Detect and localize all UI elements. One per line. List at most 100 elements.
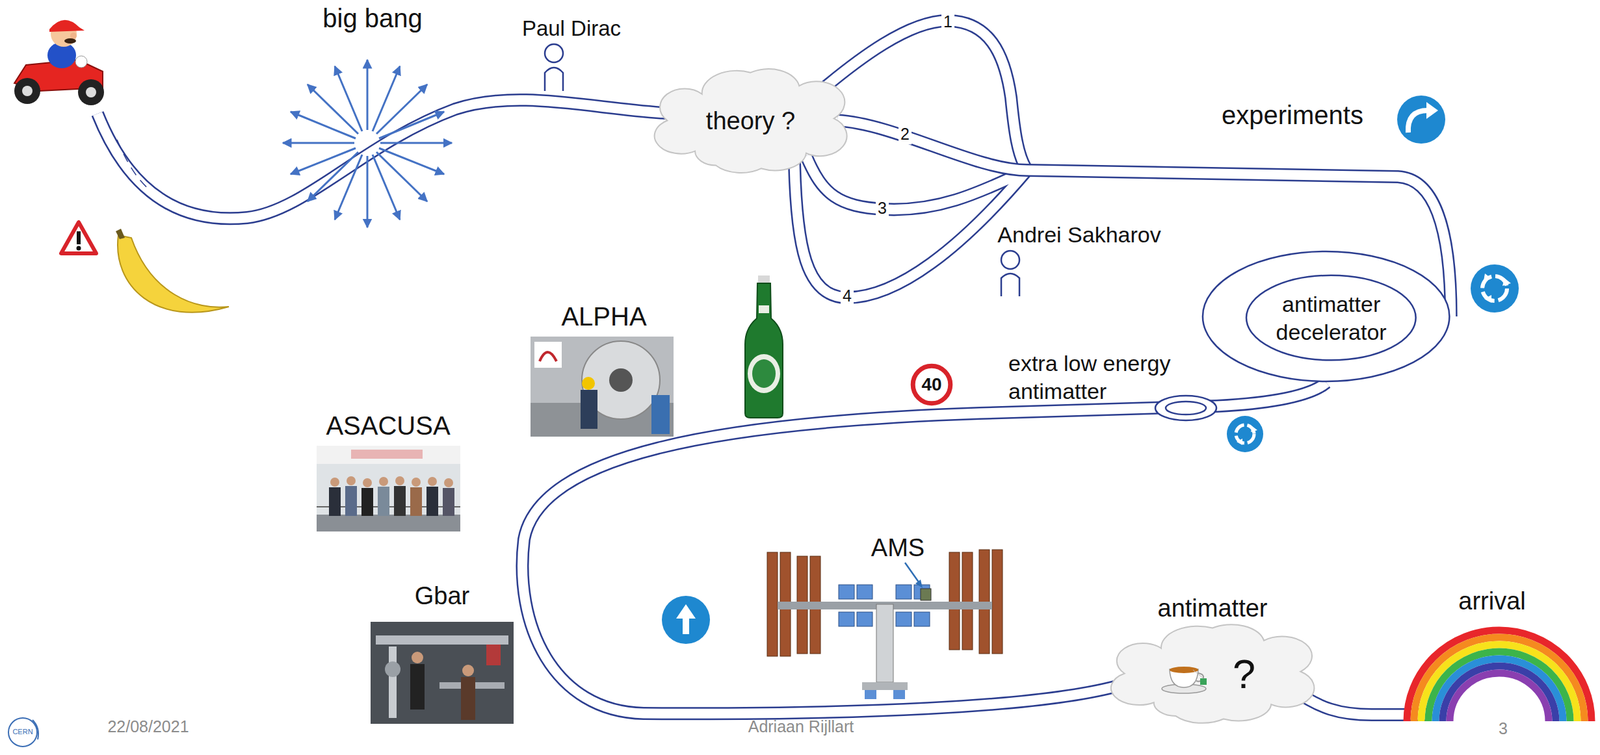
tea-cup bbox=[1169, 667, 1199, 674]
asacusa-photo bbox=[316, 445, 461, 465]
asacusa-photo bbox=[410, 487, 422, 517]
warning-sign bbox=[61, 222, 97, 254]
callout-number: 2 bbox=[898, 124, 912, 145]
asacusa-photo bbox=[316, 514, 461, 532]
banana bbox=[115, 228, 125, 240]
asacusa-photo bbox=[328, 487, 341, 517]
rainbow bbox=[1428, 652, 1571, 722]
rainbow bbox=[1449, 673, 1549, 722]
warning-sign bbox=[76, 246, 82, 251]
big-bang-burst bbox=[380, 142, 452, 145]
up-arrow-sign bbox=[676, 604, 696, 619]
tea-cup bbox=[1169, 669, 1199, 688]
tea-cup bbox=[1161, 684, 1207, 694]
big-bang-burst bbox=[334, 66, 363, 132]
alpha-photo bbox=[581, 377, 595, 391]
asacusa-photo bbox=[427, 477, 437, 487]
iss-station bbox=[895, 585, 912, 600]
warning-sign bbox=[76, 231, 81, 245]
roundabout-sign bbox=[1250, 426, 1258, 433]
alpha-photo bbox=[539, 352, 557, 362]
text-label: extra low energy antimatter bbox=[1008, 349, 1204, 406]
iss-station bbox=[838, 585, 855, 600]
big-bang-burst bbox=[334, 154, 363, 220]
road bbox=[794, 162, 1028, 298]
gbar-photo bbox=[411, 652, 424, 664]
tea-cup bbox=[1193, 670, 1204, 679]
kart-driver bbox=[85, 87, 97, 98]
big-bang-burst bbox=[372, 154, 400, 220]
roundabout-outer bbox=[1202, 251, 1450, 382]
alpha-photo bbox=[534, 341, 562, 368]
text-label: Andrei Sakharov bbox=[997, 221, 1161, 250]
rainbow bbox=[1435, 659, 1563, 722]
alpha-photo bbox=[609, 368, 633, 393]
decelerator-ring: antimatter decelerator bbox=[1201, 250, 1451, 383]
carlsberg-bottle bbox=[752, 359, 776, 389]
person-icon bbox=[1001, 250, 1020, 270]
text-label: AMS bbox=[871, 533, 925, 565]
kart-driver bbox=[78, 79, 105, 106]
theory-cloud: theory ? bbox=[663, 69, 838, 172]
road bbox=[97, 20, 1428, 716]
tea-cup bbox=[1161, 667, 1207, 694]
small-roundabout bbox=[1155, 395, 1217, 421]
big-bang-burst bbox=[376, 84, 428, 134]
person-icon bbox=[1001, 250, 1020, 297]
gbar-photo bbox=[388, 646, 397, 719]
iss-station bbox=[767, 550, 1003, 700]
turn-sign bbox=[1426, 102, 1439, 119]
iss-station bbox=[895, 612, 912, 627]
big-bang-burst bbox=[307, 84, 359, 134]
kart-driver bbox=[22, 85, 33, 97]
cloud-shape bbox=[654, 68, 848, 173]
banana bbox=[117, 235, 229, 313]
callout-number: 3 bbox=[875, 198, 889, 219]
kart-driver bbox=[14, 78, 41, 105]
asacusa-photo bbox=[395, 476, 405, 486]
iss-station bbox=[856, 612, 873, 627]
asacusa-photo bbox=[379, 477, 389, 487]
callout-number: 4 bbox=[840, 286, 854, 307]
asacusa-photo bbox=[442, 488, 455, 517]
roundabout-sign bbox=[1235, 425, 1255, 444]
up-arrow-sign bbox=[682, 617, 690, 635]
iss-station bbox=[992, 550, 1003, 655]
text-label: experiments bbox=[1221, 98, 1364, 132]
asacusa-photo bbox=[316, 445, 461, 532]
asacusa-photo bbox=[426, 486, 439, 517]
iss-station bbox=[876, 604, 894, 683]
asacusa-photo bbox=[444, 478, 454, 488]
node-text: antimatter decelerator bbox=[1256, 290, 1407, 346]
gbar-photo bbox=[460, 677, 476, 721]
asacusa-photo bbox=[411, 477, 421, 487]
iss-station bbox=[856, 585, 873, 600]
gbar-photo bbox=[375, 635, 509, 645]
big-bang-burst bbox=[379, 111, 445, 139]
decelerator-ring-outline bbox=[1201, 250, 1451, 383]
kart-driver bbox=[70, 32, 77, 40]
alpha-photo bbox=[651, 395, 670, 435]
cloud-shape bbox=[1111, 624, 1315, 724]
iss-station bbox=[838, 612, 855, 627]
text-label: arrival bbox=[1458, 586, 1526, 618]
node-text: antimatter bbox=[1157, 594, 1268, 623]
turn-sign bbox=[1408, 110, 1428, 133]
node-text: 40 bbox=[921, 374, 942, 396]
carlsberg-bottle bbox=[745, 283, 783, 419]
warning-sign bbox=[61, 222, 97, 254]
ams-leader bbox=[915, 579, 923, 589]
gbar-photo bbox=[370, 622, 514, 725]
carlsberg-bottle bbox=[745, 275, 783, 419]
rainbow bbox=[1406, 630, 1592, 722]
gbar-photo bbox=[410, 664, 425, 710]
gbar-photo bbox=[370, 622, 514, 725]
roundabout-sign bbox=[1470, 264, 1519, 313]
roundabout-sign bbox=[1236, 438, 1243, 446]
antimatter-cloud: antimatter? bbox=[1120, 625, 1305, 723]
cern-logo bbox=[8, 718, 38, 748]
text-label: Paul Dirac bbox=[522, 14, 621, 42]
text-label: big bang bbox=[322, 1, 422, 35]
callout-number: 3 bbox=[1496, 719, 1510, 740]
